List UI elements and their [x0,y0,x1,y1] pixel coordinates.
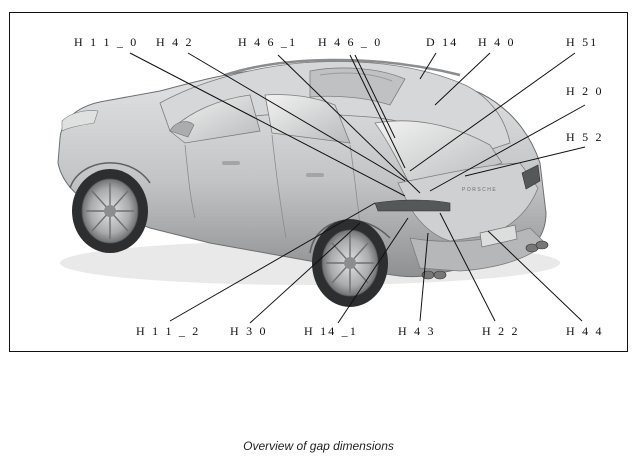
label-h51: H 51 [566,35,598,49]
label-d14: D 14 [426,35,458,49]
label-h46-0: H 4 6 _ 0 [318,35,382,49]
label-h14-1: H 14 _1 [304,324,358,338]
label-h46-1: H 4 6 _1 [238,35,297,49]
figure-frame: PORSCHE [9,12,628,352]
label-h11-0: H 1 1 _ 0 [74,35,138,49]
label-h20: H 2 0 [566,84,604,98]
car-gap-diagram: PORSCHE [57,35,604,338]
label-h40: H 4 0 [478,35,516,49]
label-h52: H 5 2 [566,130,604,144]
label-h42: H 4 2 [156,35,194,49]
badge-text: PORSCHE [462,187,497,193]
figure-caption: Overview of gap dimensions [243,439,394,453]
leader-lines [129,52,586,324]
label-h44: H 4 4 [566,324,604,338]
label-h43: H 4 3 [398,324,436,338]
dimension-labels: H 1 1 _ 0 H 4 2 H 4 6 _1 H 4 6 _ 0 D 14 … [74,35,604,338]
label-h11-2: H 1 1 _ 2 [136,324,200,338]
label-h30: H 3 0 [230,324,268,338]
label-h22: H 2 2 [482,324,520,338]
